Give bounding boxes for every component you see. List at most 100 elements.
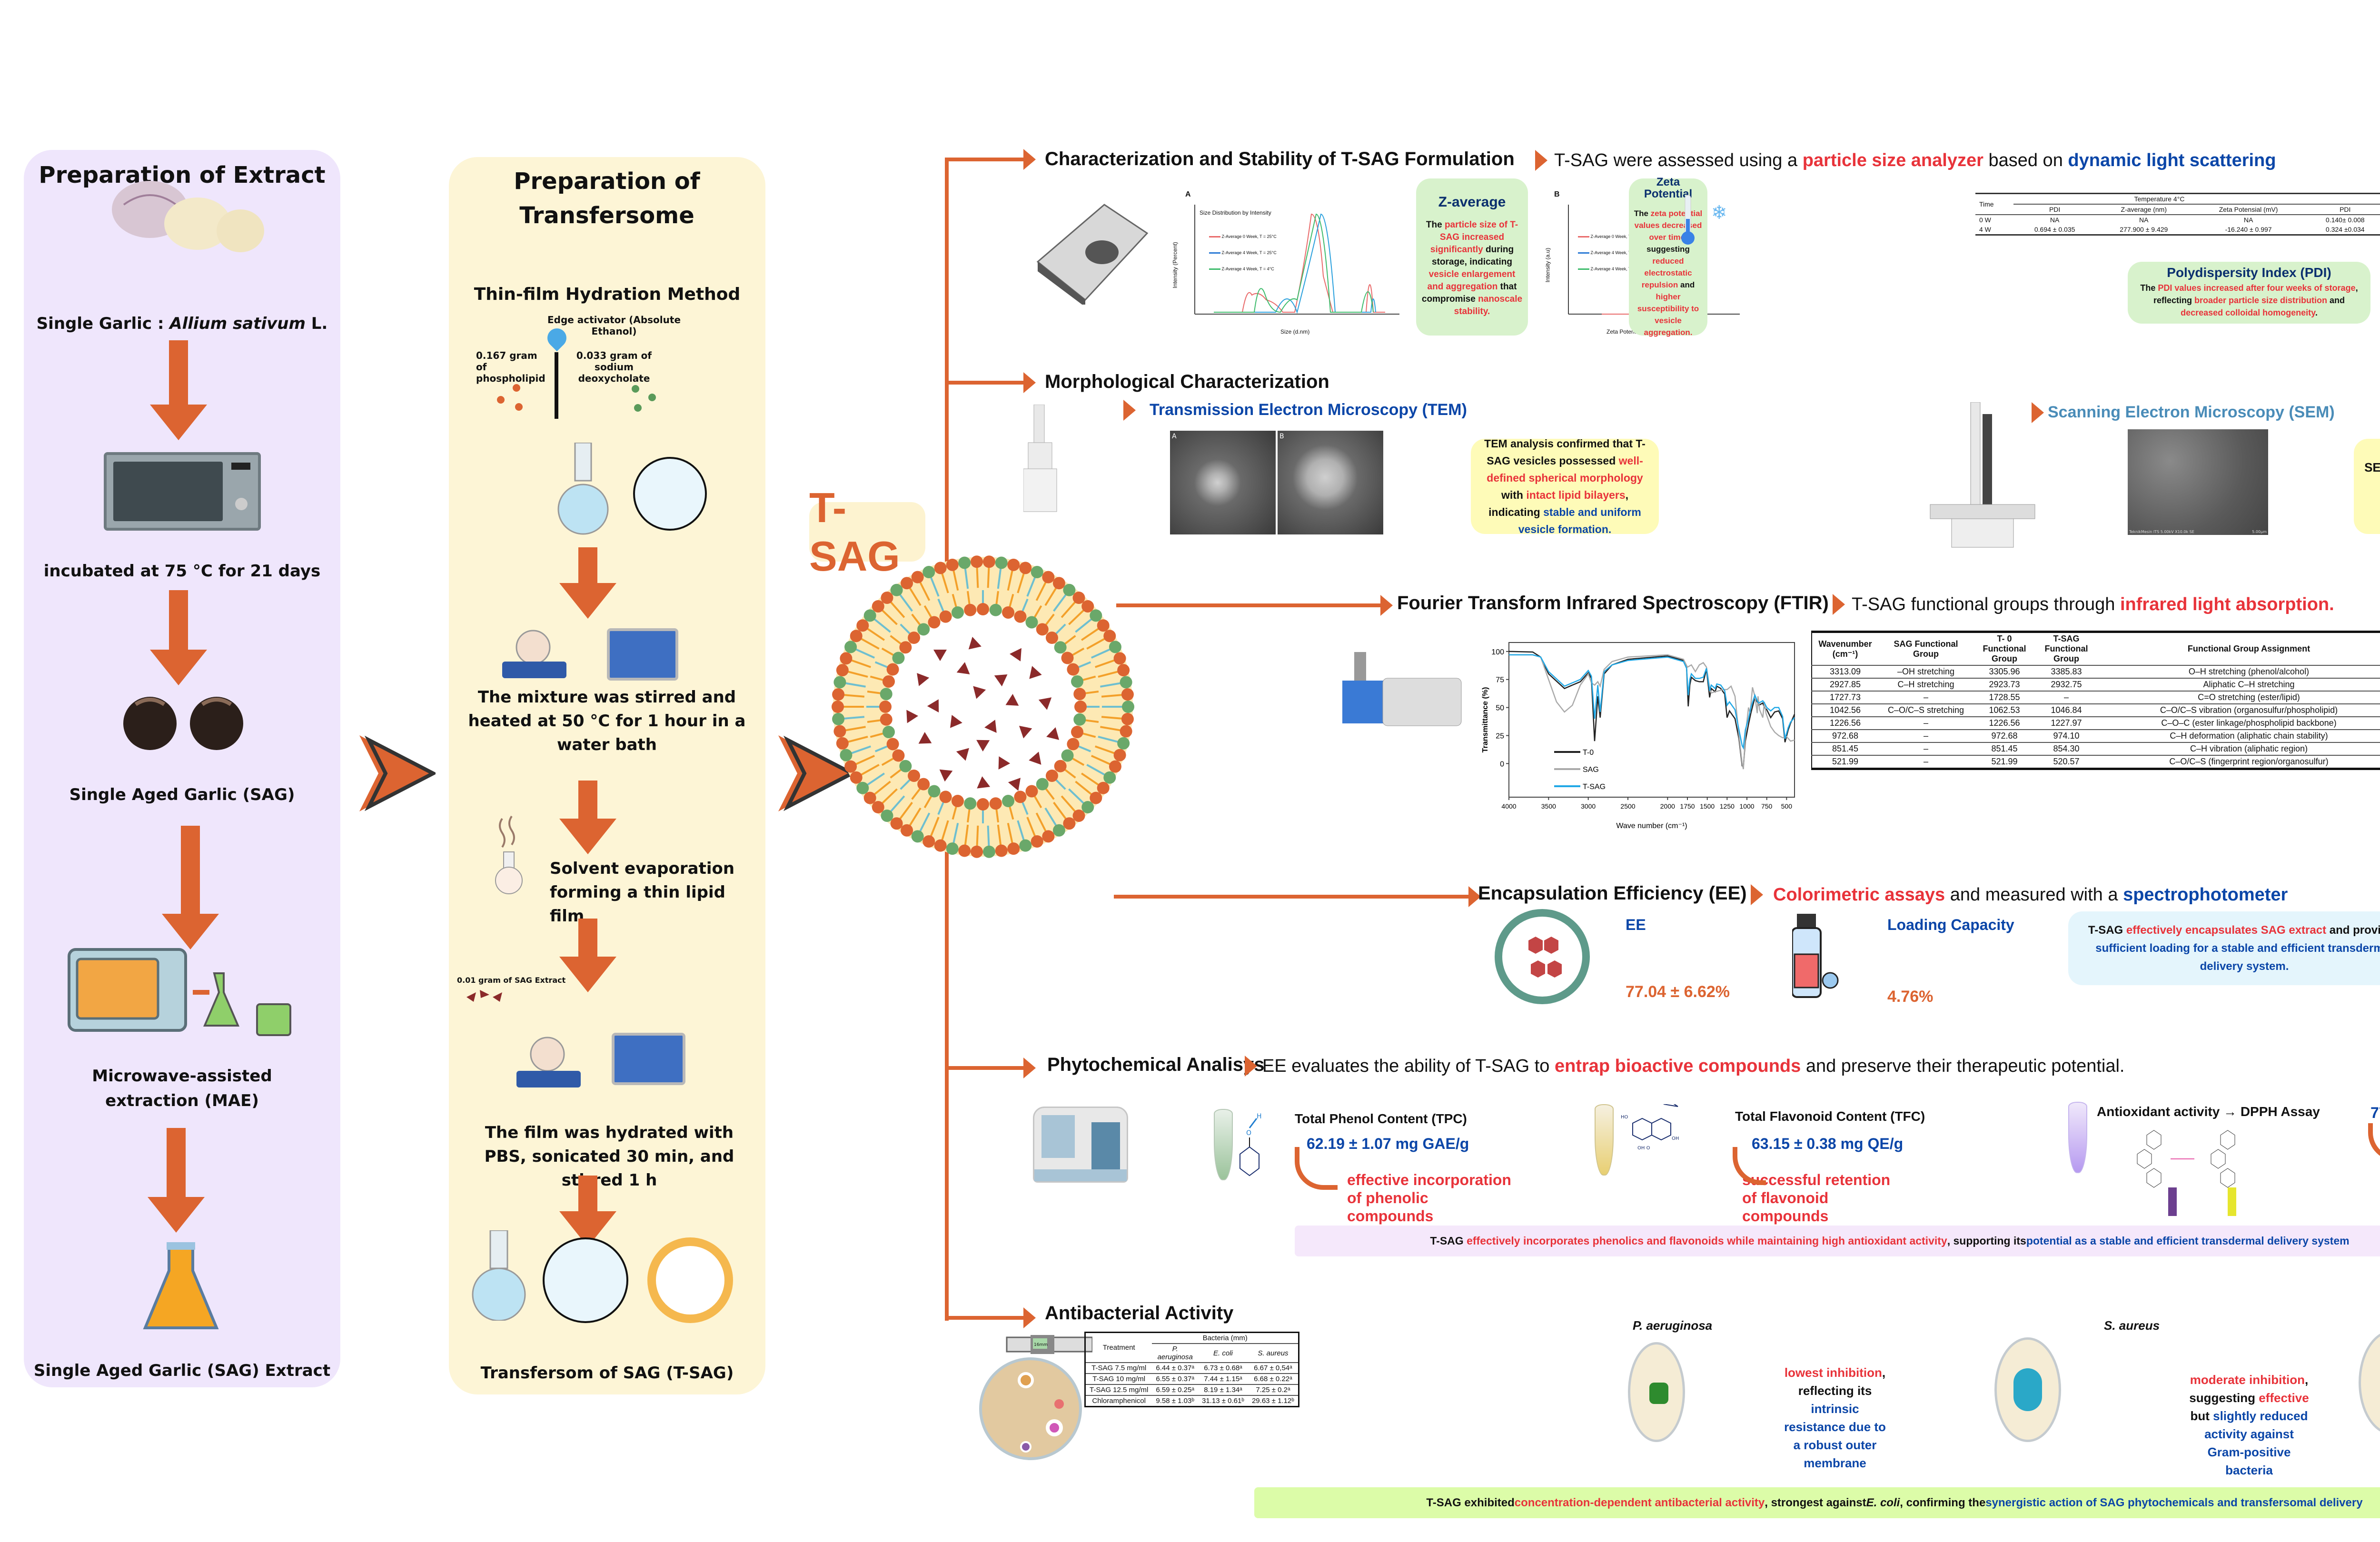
dpph-value: 77.74 ± 2.88% bbox=[2370, 1104, 2380, 1121]
lipid-head bbox=[995, 556, 1008, 569]
green-tube-icon bbox=[1214, 1109, 1233, 1180]
legend-item: Z-Average 4 Week, T = 4°C bbox=[1209, 261, 1277, 277]
sag-extract-particle bbox=[968, 636, 982, 650]
svg-text:OH: OH bbox=[1672, 1136, 1679, 1141]
flow-arrow-down bbox=[150, 340, 207, 440]
yellow-cuvette-icon bbox=[2228, 1187, 2236, 1216]
z-average-box: Z-average The particle size of T-SAG inc… bbox=[1416, 178, 1528, 336]
lipid-head bbox=[995, 844, 1008, 857]
sag-extract-particle bbox=[956, 748, 969, 761]
svg-text:O: O bbox=[1246, 1129, 1251, 1137]
dpph-reaction-icon bbox=[2118, 1126, 2271, 1197]
sag-extract-particle bbox=[977, 776, 991, 789]
vesicle-core bbox=[888, 612, 1078, 802]
lipid-head bbox=[886, 738, 899, 751]
lipid-head bbox=[863, 791, 876, 804]
lipid-head bbox=[856, 781, 869, 794]
table-header: PDI bbox=[2049, 206, 2061, 213]
deoxycholate-label: 0.033 gram of sodium deoxycholate bbox=[576, 350, 652, 384]
sag-extract-particle bbox=[939, 769, 953, 782]
table-header: P. aeruginosa bbox=[1157, 1345, 1193, 1361]
table-header: Zeta Potensial (mV) bbox=[2219, 206, 2278, 213]
lipid-head bbox=[928, 785, 941, 798]
evaporation-flask-icon bbox=[490, 814, 528, 895]
z-average-title: Z-average bbox=[1438, 194, 1506, 210]
extract-panel-title: Preparation of Extract bbox=[39, 162, 326, 188]
morphology-title: Morphological Characterization bbox=[1045, 371, 1329, 392]
ftir-table: Wavenumber (cm⁻¹) SAG Functional Group T… bbox=[1811, 631, 2380, 770]
lipid-head bbox=[1045, 769, 1058, 782]
lipid-head bbox=[886, 663, 899, 676]
encapsulation-conclusion-box: T-SAG effectively encapsulates SAG extra… bbox=[2068, 911, 2380, 985]
svg-text:❄: ❄ bbox=[1711, 202, 1727, 224]
petri-dish-caliper-icon: 16mm bbox=[978, 1328, 1093, 1461]
lipid-head bbox=[922, 835, 935, 848]
stability-table: Time Temperature 4°C Temperature 25°C (R… bbox=[1975, 193, 2380, 236]
sag-extract-particles-icon bbox=[466, 988, 505, 1002]
flow-arrow-down bbox=[150, 590, 207, 685]
pdi-text: The PDI values increased after four week… bbox=[2140, 283, 2358, 317]
extract-step-1-label: Single Garlic : Allium sativum L. bbox=[36, 314, 328, 333]
lipid-head bbox=[1109, 641, 1121, 653]
tem-title: Transmission Electron Microscopy (TEM) bbox=[1150, 401, 1467, 419]
extract-step-5-label: Single Aged Garlic (SAG) Extract bbox=[33, 1361, 331, 1380]
lipid-head bbox=[1097, 781, 1110, 794]
tem-microscope-icon bbox=[1023, 404, 1071, 514]
flow-arrow-down bbox=[559, 1176, 616, 1247]
chevron-right-icon bbox=[359, 735, 437, 811]
encapsulation-description: Colorimetric assays and measured with a … bbox=[1773, 885, 2288, 905]
lipid-head bbox=[840, 749, 853, 761]
flow-arrow-down bbox=[555, 352, 558, 419]
lipid-head bbox=[880, 713, 892, 726]
lipid-head bbox=[850, 771, 863, 784]
sag-extract-particle bbox=[1005, 693, 1019, 706]
tem-conclusion-text: TEM analysis confirmed that T-SAG vesicl… bbox=[1484, 437, 1646, 535]
garlic-bulbs-icon bbox=[105, 176, 267, 257]
table-header: T- 0 Functional Group bbox=[1983, 634, 2026, 663]
lipid-head bbox=[971, 555, 983, 568]
x-tick-label: 2000 bbox=[1660, 802, 1675, 810]
lipid-head bbox=[1120, 725, 1132, 738]
lipid-head bbox=[1007, 842, 1020, 855]
method-title: Thin-film Hydration Method bbox=[474, 285, 741, 304]
t-sag-label: T-SAG bbox=[809, 484, 900, 580]
svg-text:H: H bbox=[1257, 1113, 1262, 1120]
sag-extract-particle bbox=[927, 699, 939, 713]
p-aeruginosa-dish-icon bbox=[1628, 1342, 1685, 1442]
lipid-head bbox=[1122, 701, 1134, 713]
loading-capacity-label: Loading Capacity bbox=[1887, 916, 2014, 933]
tem-image-a: A bbox=[1170, 431, 1276, 534]
lipid-head bbox=[1072, 592, 1085, 604]
lipid-head bbox=[958, 844, 971, 857]
lipid-head bbox=[982, 845, 995, 858]
lipid-head bbox=[901, 577, 913, 590]
chevron-small-icon bbox=[2032, 402, 2044, 423]
series-line-t-sag bbox=[1509, 654, 1795, 750]
flow-arrow-down bbox=[559, 781, 616, 854]
violet-tube-icon bbox=[2068, 1102, 2087, 1173]
lipid-head bbox=[934, 839, 947, 852]
lipid-head bbox=[832, 701, 844, 713]
lipid-head bbox=[1061, 652, 1074, 664]
lipid-head bbox=[1121, 688, 1134, 701]
extract-step-3-label: Single Aged Garlic (SAG) bbox=[69, 785, 295, 804]
sag-extract-particle bbox=[1038, 697, 1052, 710]
x-axis-label: Wave number (cm⁻¹) bbox=[1616, 822, 1687, 830]
tfc-value: 63.15 ± 0.38 mg QE/g bbox=[1752, 1135, 1904, 1152]
lipid-head bbox=[964, 603, 977, 616]
incubator-oven-icon bbox=[104, 452, 261, 531]
spectrophotometer-icon bbox=[1033, 1107, 1128, 1183]
lipid-head bbox=[1071, 675, 1084, 688]
sag-extract-particle bbox=[1008, 778, 1021, 791]
lipid-head bbox=[1081, 801, 1094, 814]
table-row: 1727.73–1728.55–C=O stretching (ester/li… bbox=[1812, 691, 2380, 704]
lipid-head bbox=[890, 817, 903, 830]
legend-item: Z-Average 4 Week, T = 25°C bbox=[1209, 245, 1277, 261]
violet-cuvette-icon bbox=[2168, 1187, 2177, 1216]
lipid-head bbox=[1074, 701, 1087, 713]
ee-label: EE bbox=[1626, 916, 1646, 933]
x-tick-label: 3500 bbox=[1541, 802, 1556, 810]
branch-arrow bbox=[945, 1316, 1026, 1320]
